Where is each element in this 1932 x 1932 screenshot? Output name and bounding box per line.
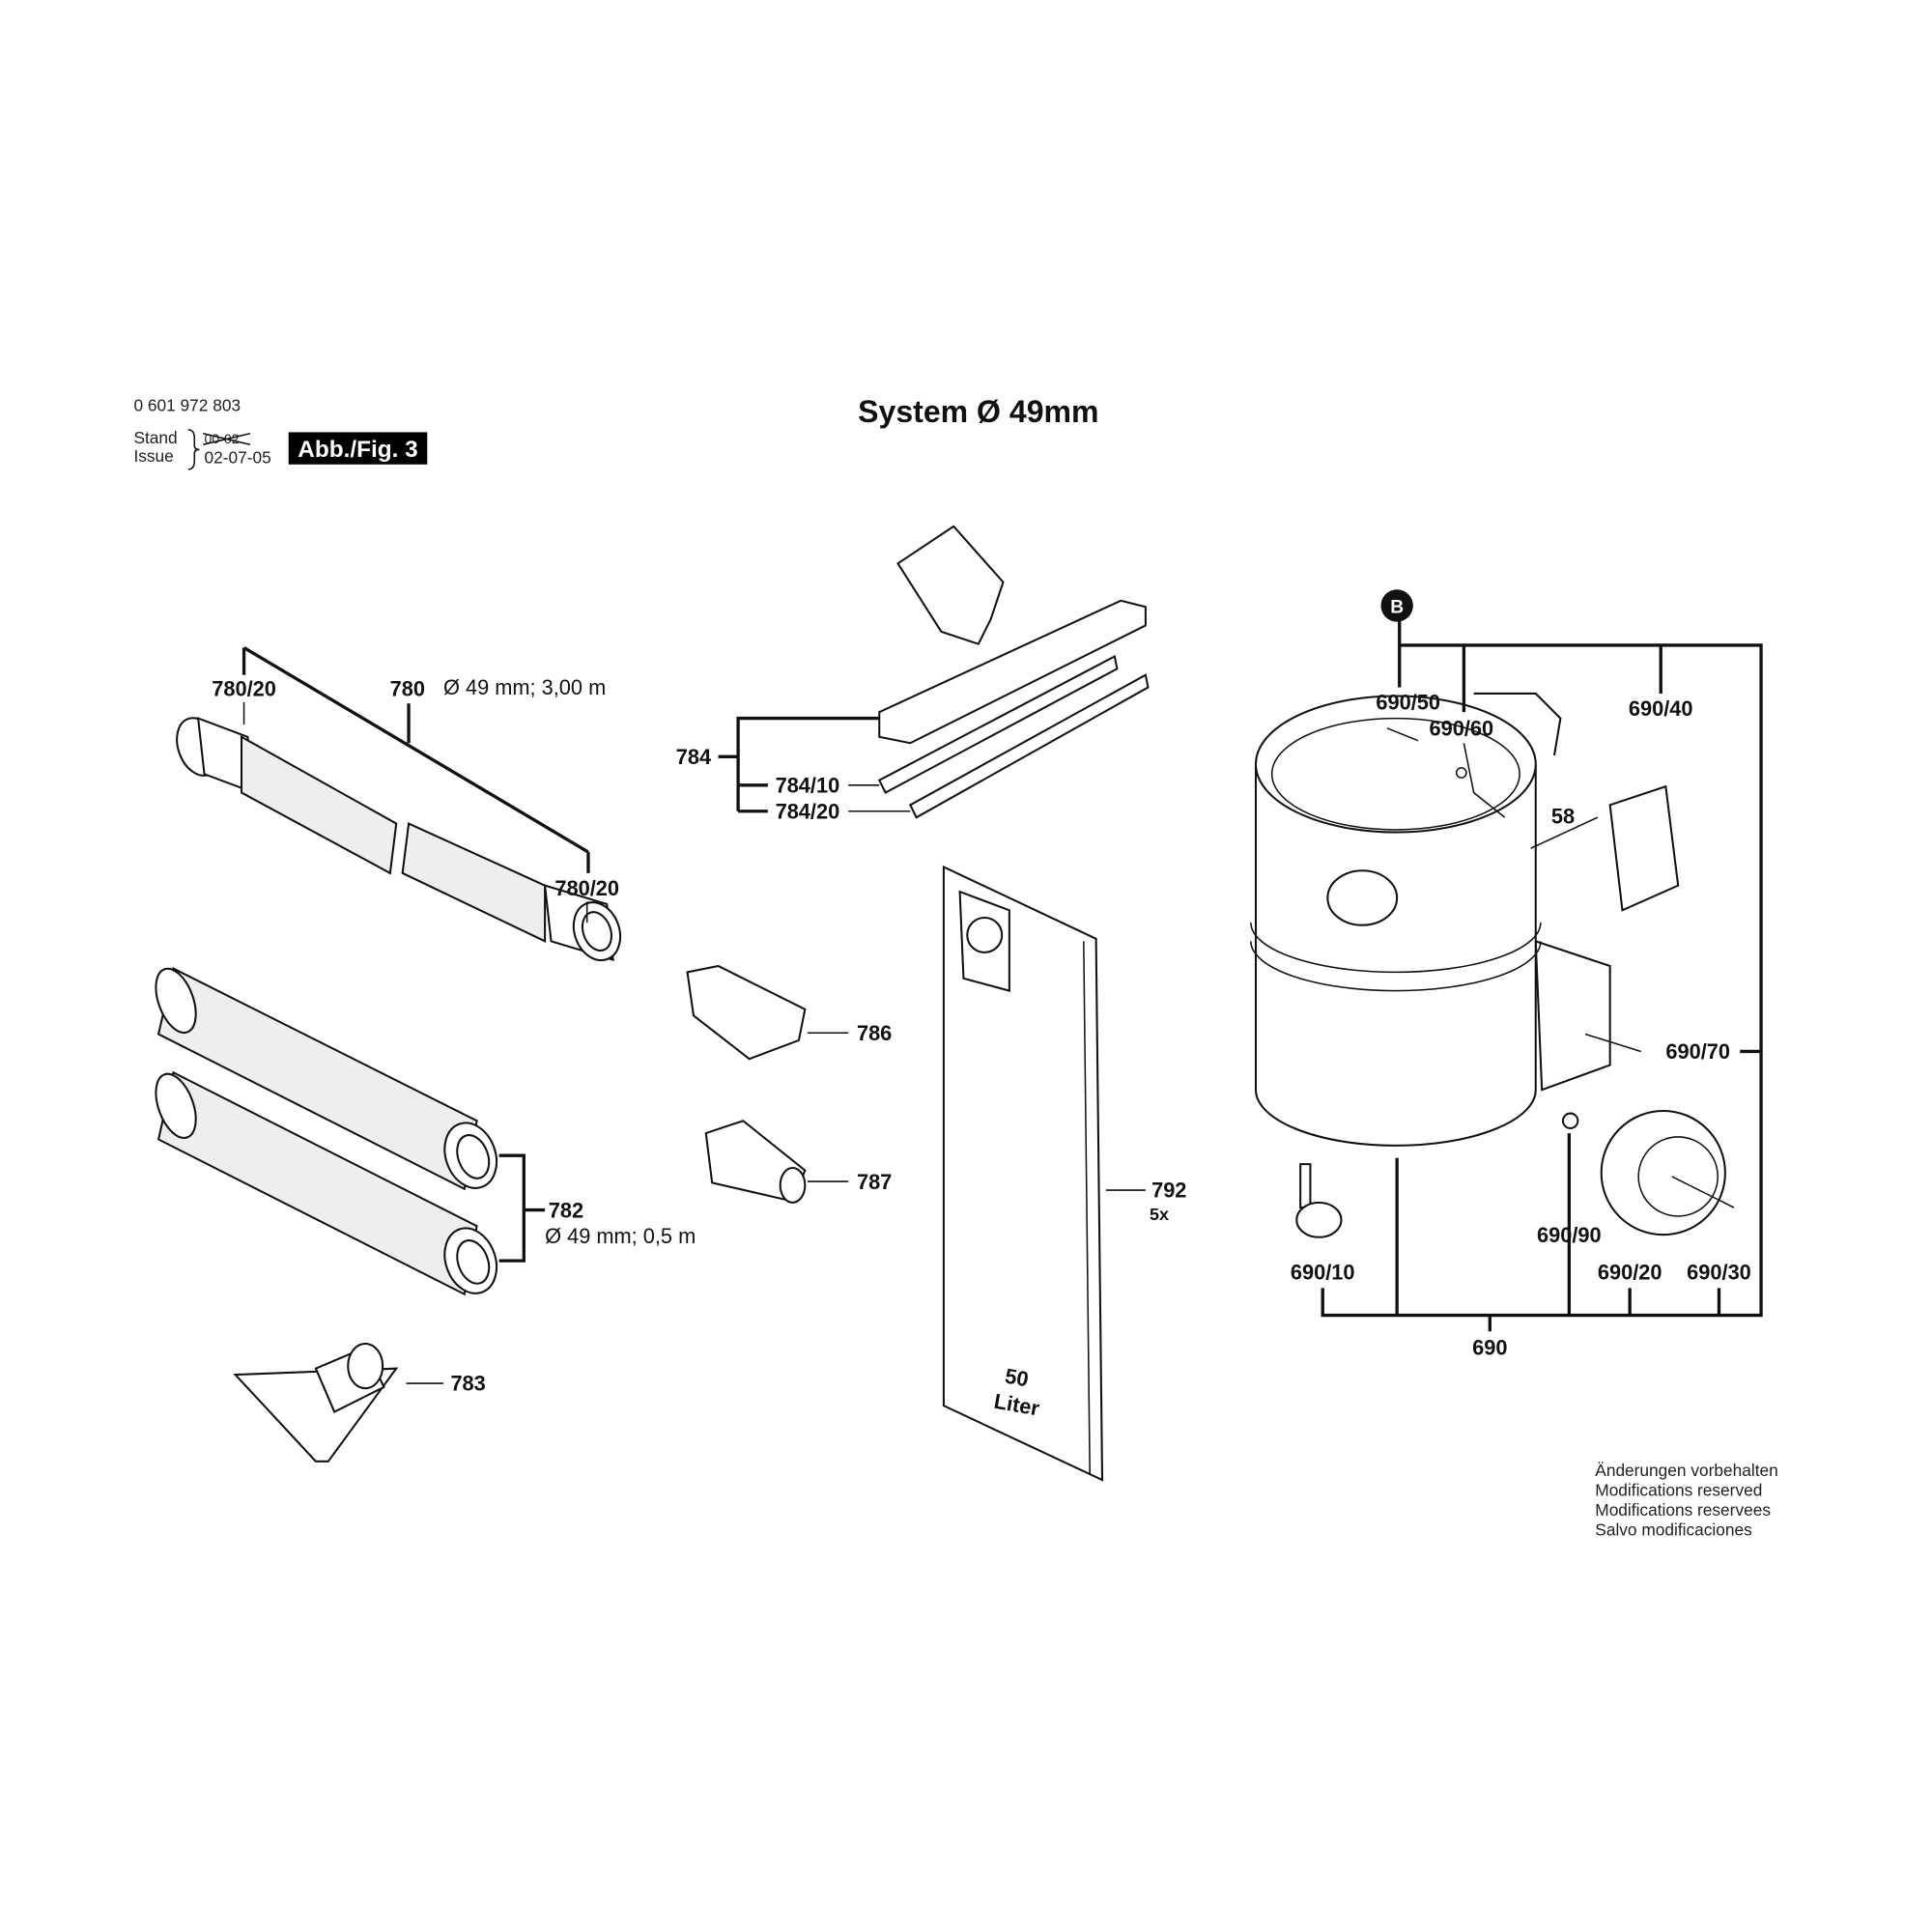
marker-b: B: [1390, 598, 1404, 618]
callout-690-70: 690/70: [1665, 1039, 1730, 1064]
cover-690-40: [1608, 784, 1680, 912]
figure-badge: [288, 432, 428, 465]
floor-nozzle-784-drawing: [877, 525, 1150, 819]
filter-bag-792-drawing: [942, 865, 1104, 1482]
callout-690-20: 690/20: [1598, 1260, 1662, 1284]
nozzle-786-drawing: [686, 964, 807, 1061]
callout-784-10: 784/10: [776, 774, 840, 798]
issue-label: Issue: [133, 446, 173, 466]
callout-58: 58: [1551, 805, 1575, 829]
callout-780: 780: [390, 677, 425, 701]
tubes-782-drawing: [155, 967, 498, 1296]
callout-780-20-bottom: 780/20: [554, 876, 619, 900]
callout-782-spec: Ø 49 mm; 0,5 m: [545, 1224, 696, 1248]
issue-date: 02-07-05: [205, 447, 271, 467]
callout-792-qty: 5x: [1150, 1205, 1169, 1224]
callout-782: 782: [549, 1198, 583, 1222]
callout-690-90: 690/90: [1537, 1223, 1602, 1247]
stand-label: Stand: [133, 428, 177, 447]
bag-text-capacity: 50: [1003, 1364, 1030, 1392]
callout-784: 784: [676, 745, 711, 769]
part-number: 0 601 972 803: [133, 396, 241, 415]
callout-690-10: 690/10: [1291, 1260, 1355, 1284]
adapter-787-drawing: [704, 1120, 807, 1204]
callout-780-20-top: 780/20: [212, 677, 276, 701]
note-es: Salvo modificaciones: [1595, 1520, 1752, 1540]
container-690-drawing: [1250, 692, 1735, 1238]
callout-780-spec: Ø 49 mm; 3,00 m: [443, 675, 606, 699]
callout-690-50: 690/50: [1376, 691, 1440, 715]
callout-690-60: 690/60: [1430, 717, 1494, 741]
note-de: Änderungen vorbehalten: [1595, 1461, 1777, 1480]
callout-690-30: 690/30: [1687, 1260, 1751, 1284]
marker-b-badge: [1380, 589, 1413, 622]
note-fr: Modifications reservees: [1595, 1500, 1771, 1520]
page-title: System Ø 49mm: [858, 394, 1098, 429]
callout-frame-690: [1321, 619, 1763, 1332]
hose-780-drawing: [176, 717, 622, 962]
nozzle-783-drawing: [233, 1343, 399, 1463]
callout-784-20: 784/20: [776, 799, 840, 823]
callout-690: 690: [1472, 1336, 1507, 1360]
note-en: Modifications reserved: [1595, 1481, 1762, 1500]
brace: [187, 429, 200, 470]
callout-690-40: 690/40: [1629, 696, 1693, 721]
callout-787: 787: [857, 1170, 892, 1194]
struck-out-date: 00-02: [203, 431, 251, 446]
figure-label: Abb./Fig. 3: [298, 437, 417, 463]
callout-783: 783: [450, 1372, 485, 1396]
callout-792: 792: [1151, 1179, 1186, 1203]
callout-786: 786: [857, 1021, 892, 1045]
